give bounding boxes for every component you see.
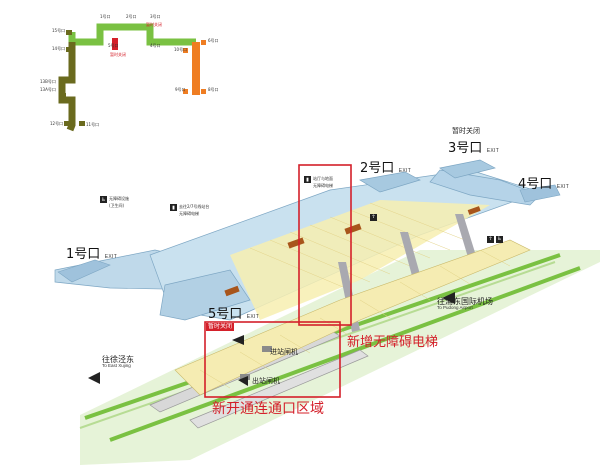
green-line	[68, 23, 196, 46]
restroom-signs: ☥ ♿	[487, 236, 503, 243]
overview-map	[58, 23, 206, 132]
map-exit-13a: 13A号口	[40, 87, 56, 92]
exit4-stairs	[519, 184, 561, 203]
red-marker	[112, 38, 118, 50]
exit-4-label: 4号口 EXIT	[518, 177, 570, 192]
elevator-icon: ▮	[170, 204, 177, 211]
concourse-level	[54, 159, 542, 332]
map-exit-10: 10号口	[174, 47, 188, 52]
platform-level	[174, 239, 531, 396]
exit-5-label: 5号口 EXIT	[208, 307, 260, 322]
map-exit-6: 6号口	[208, 38, 219, 43]
map-exit-4: 4号口	[150, 43, 161, 48]
annotation-new-connection: 新开通连通口区域	[212, 401, 324, 417]
elevator-icon-2: ▮	[304, 176, 311, 183]
map-exit-2: 2号口	[126, 14, 137, 19]
exit-2-label: 2号口 EXIT	[360, 161, 412, 176]
sign-elevator-lines27: ▮ 去往2/7号线站台 无障碍电梯	[170, 204, 209, 217]
entry-gate-label: 进站闸机	[270, 348, 298, 356]
new-elevator-box	[298, 164, 352, 326]
map-exit-14: 14号口	[52, 46, 66, 51]
exit-3-status: 暂时关闭	[452, 127, 480, 135]
map-badge: 暂时关闭	[146, 22, 162, 27]
map-exit-15: 15号口	[52, 28, 66, 33]
direction-pudong: 往浦东国际机场 To Pudong Airport	[437, 297, 493, 310]
arrow-xujing	[88, 372, 100, 384]
map-exit-12: 12号口	[50, 121, 64, 126]
map-exit-8: 8号口	[208, 87, 219, 92]
wheelchair-icon: ♿	[100, 196, 107, 203]
arrow-pudong	[442, 292, 455, 304]
restroom-icon-hall: ☥	[370, 214, 377, 221]
sign-elevator-hall: ▮ 站厅与地面 无障碍电梯	[304, 176, 333, 189]
map-exit-1: 1号口	[100, 14, 111, 19]
map-exit-13b: 13B号口	[40, 79, 56, 84]
annotation-new-elevator: 新增无障碍电梯	[347, 335, 439, 350]
exit-gate-label: 出站闸机	[252, 377, 280, 385]
direction-xujing: 往徐泾东 To East Xujing	[102, 355, 134, 368]
map-exit-11: 11号口	[86, 122, 100, 127]
restroom-icon: ☥	[487, 236, 494, 243]
exit-5-status: 暂时关闭	[206, 323, 235, 331]
map-exit-3: 3号口	[150, 14, 161, 19]
exit-3-label: 3号口 EXIT	[448, 141, 500, 156]
new-connection-box	[204, 321, 341, 398]
map-exit-9: 9号口	[175, 87, 186, 92]
sign-accessible-facility: ♿ 无障碍设施 (卫生间)	[100, 196, 129, 208]
map-exit-5: 5号口	[108, 43, 119, 48]
wheelchair-icon-2: ♿	[496, 236, 503, 243]
exit1-stairs	[57, 259, 111, 283]
exit-1-label: 1号口 EXIT	[66, 247, 118, 262]
olive-line	[58, 42, 76, 132]
map-badge-2: 暂时关闭	[110, 52, 126, 57]
